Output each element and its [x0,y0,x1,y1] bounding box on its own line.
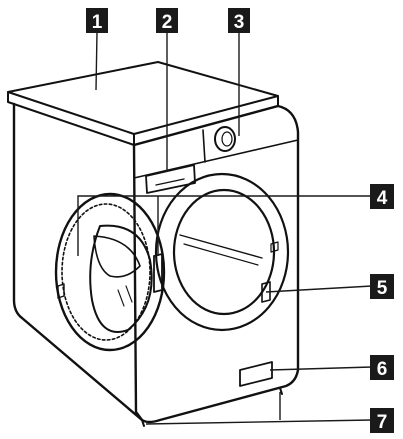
callout-1-label: 1 [92,12,103,33]
callout-6-label: 6 [377,359,388,380]
callout-4-label: 4 [377,188,388,209]
door-glass-shine-1 [117,289,125,307]
callout-2-label: 2 [162,12,173,33]
leader-6 [269,366,373,371]
callout-1: 1 [86,8,108,33]
front-panel [132,104,300,424]
leader-1 [95,31,98,91]
worktop-right-edge [133,95,279,146]
leader-lines [77,31,373,425]
door-glass [89,224,153,333]
callout-3-label: 3 [234,12,245,33]
door-lock-slot [270,241,279,253]
callout-2: 2 [156,8,178,33]
worktop [7,61,279,135]
callout-7-label: 7 [377,412,388,433]
drum-inner-line [179,234,263,259]
side-panel [12,102,144,422]
leader-5 [265,285,373,293]
drain-pump-flap [239,361,273,387]
dispenser-handle [155,178,185,186]
front-foot-left [141,419,145,427]
door-porthole-inner [172,188,276,316]
door-glass-shine-2 [125,285,133,303]
front-foot-right [279,387,283,395]
door-catch [261,281,271,303]
callout-4: 4 [370,184,394,209]
worktop-front-edge [7,91,135,146]
callout-6: 6 [370,355,394,380]
callout-5-label: 5 [377,278,388,299]
control-panel-divider [202,129,206,163]
door-open-rim [61,203,151,341]
drum-inner-line-2 [183,243,259,266]
callout-7: 7 [370,408,394,433]
door-seal [153,253,163,293]
door-open-outer [54,192,166,352]
leader-4 [77,195,372,256]
programme-knob [214,126,236,152]
door-porthole-outer [154,172,290,332]
detergent-dispenser-drawer [145,164,196,194]
door-hinge-mark [57,283,65,299]
callout-3: 3 [228,8,250,33]
programme-knob-inner [221,131,233,147]
washing-machine [7,61,300,427]
leader-7 [145,419,373,425]
callout-5: 5 [370,274,394,299]
door-glass-rim [93,235,141,278]
